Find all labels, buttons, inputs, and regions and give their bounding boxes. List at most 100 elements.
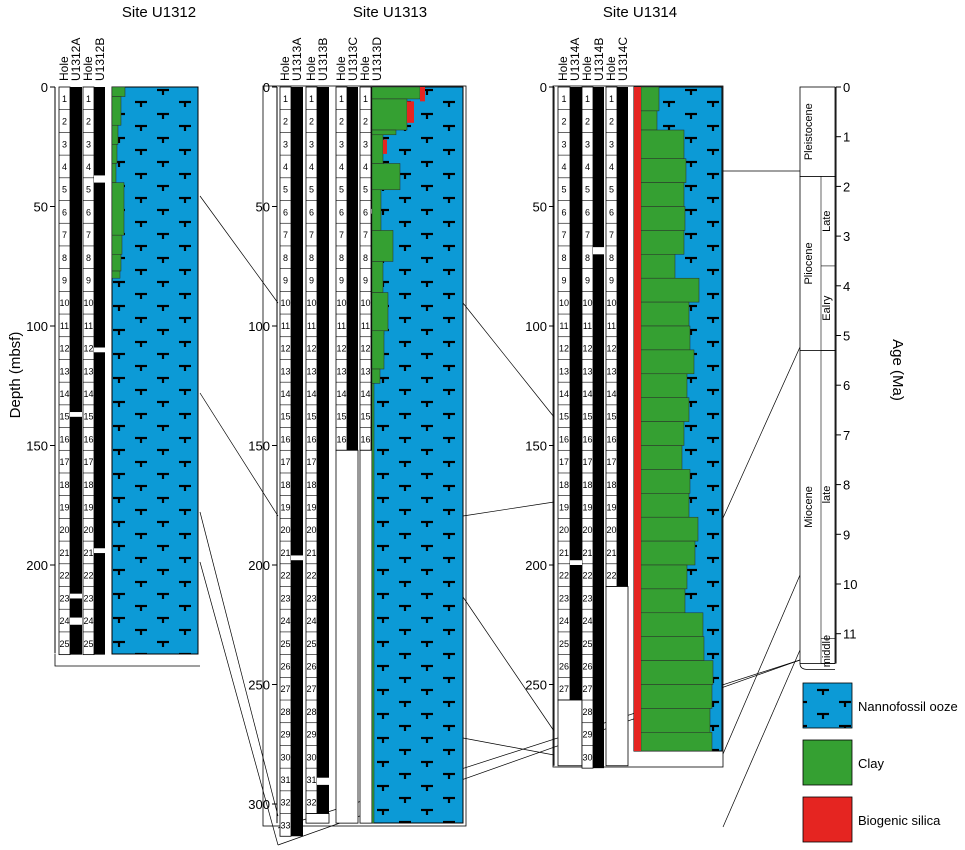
lithology-clay [371, 134, 384, 164]
lithology-clay [640, 325, 691, 351]
legend-swatch-clay [802, 739, 853, 786]
core-number: 9 [363, 275, 368, 285]
core-gap [570, 560, 582, 565]
core-number: 4 [283, 162, 288, 172]
frame-u1312 [54, 654, 200, 667]
epoch-label: Pliocene [803, 242, 815, 284]
subepoch-label: late [821, 486, 833, 504]
core-number: 22 [306, 571, 316, 581]
depth-tick-label: 300 [248, 797, 270, 812]
core-number: 11 [60, 321, 69, 331]
core-number: 13 [83, 366, 93, 376]
lithology-clay [371, 230, 394, 262]
frame-u1313 [262, 85, 467, 827]
core-number: 11 [307, 321, 316, 331]
core-number: 24 [559, 616, 569, 626]
core-number: 5 [585, 185, 590, 195]
core-number: 7 [309, 230, 314, 240]
hole-id-label: U1314A [568, 38, 582, 81]
lithology-clay [640, 493, 690, 518]
core-number: 13 [559, 366, 569, 376]
hole-id-label: U1313D [370, 37, 384, 81]
core-number: 8 [609, 253, 614, 263]
hole-prefix-label: Hole [580, 56, 594, 81]
site-u1313-column: 050100150200250300HoleU1313A123456789101… [248, 37, 464, 837]
core-gap [94, 548, 105, 554]
core-number: 1 [86, 94, 91, 104]
core-number: 4 [309, 162, 314, 172]
core-number: 9 [585, 275, 590, 285]
core-number: 3 [283, 139, 288, 149]
correlation-line [462, 302, 555, 418]
age-tick-label: 6 [843, 378, 850, 393]
core-number: 23 [582, 593, 592, 603]
core-number: 22 [280, 571, 290, 581]
core-number: 30 [582, 752, 592, 762]
subepoch-label: Late [821, 210, 833, 231]
core-number: 13 [360, 366, 370, 376]
age-tick-label: 2 [843, 179, 850, 194]
core-gap [94, 175, 105, 183]
lithology-clay [371, 189, 382, 231]
core-number: 2 [609, 117, 614, 127]
core-number: 12 [336, 344, 346, 354]
depth-tick-label: 250 [525, 678, 547, 693]
core-number: 20 [559, 525, 569, 535]
lithology-silica [420, 87, 425, 102]
core-number: 24 [83, 616, 93, 626]
core-number: 14 [360, 389, 370, 399]
correlation-line [722, 574, 801, 755]
lithology-clay [640, 421, 685, 446]
core-recovery-bar [347, 87, 358, 451]
depth-tick-label: 200 [525, 558, 547, 573]
core-number: 21 [559, 548, 569, 558]
legend-label-ooze: Nannofossil ooze [858, 699, 958, 714]
core-number: 5 [609, 185, 614, 195]
core-number: 1 [62, 94, 67, 104]
lithology-clay [640, 158, 687, 183]
core-number: 17 [83, 457, 93, 467]
core-number: 7 [339, 230, 344, 240]
core-number: 11 [607, 321, 616, 331]
core-gap [593, 247, 604, 255]
core-number: 3 [561, 139, 566, 149]
core-number: 12 [83, 344, 93, 354]
core-number: 19 [83, 503, 93, 513]
lithology-clay [640, 564, 688, 590]
hole-prefix-label: Hole [304, 56, 318, 81]
core-gap [70, 593, 82, 599]
depth-tick-label: 150 [248, 439, 270, 454]
core-number: 8 [363, 253, 368, 263]
legend-label-silica: Biogenic silica [858, 813, 941, 828]
core-number: 6 [585, 207, 590, 217]
age-tick-label: 3 [843, 229, 850, 244]
core-number: 25 [582, 639, 592, 649]
core-number: 31 [306, 775, 316, 785]
core-number: 4 [609, 162, 614, 172]
core-number: 4 [86, 162, 91, 172]
core-recovery-bar [70, 87, 82, 655]
core-number: 16 [360, 434, 370, 444]
core-number: 23 [59, 593, 69, 603]
core-number: 17 [59, 457, 69, 467]
core-number: 3 [86, 139, 91, 149]
core-number: 22 [606, 571, 616, 581]
core-number: 12 [582, 344, 592, 354]
site-title-u1313: Site U1313 [353, 4, 427, 21]
correlation-line [462, 501, 555, 517]
core-number: 11 [337, 321, 346, 331]
core-number: 18 [606, 480, 616, 490]
hole-prefix-label: Hole [358, 56, 372, 81]
core-number: 1 [363, 94, 368, 104]
lithology-clay [640, 206, 686, 231]
hole-no-recovery [305, 813, 330, 824]
core-number: 14 [306, 389, 316, 399]
core-number: 21 [306, 548, 316, 558]
core-number: 27 [582, 684, 592, 694]
lithology-clay [640, 254, 676, 279]
age-tick-label: 11 [843, 627, 857, 642]
core-number: 7 [561, 230, 566, 240]
core-number: 19 [280, 503, 290, 513]
lithology-clay [640, 540, 696, 566]
